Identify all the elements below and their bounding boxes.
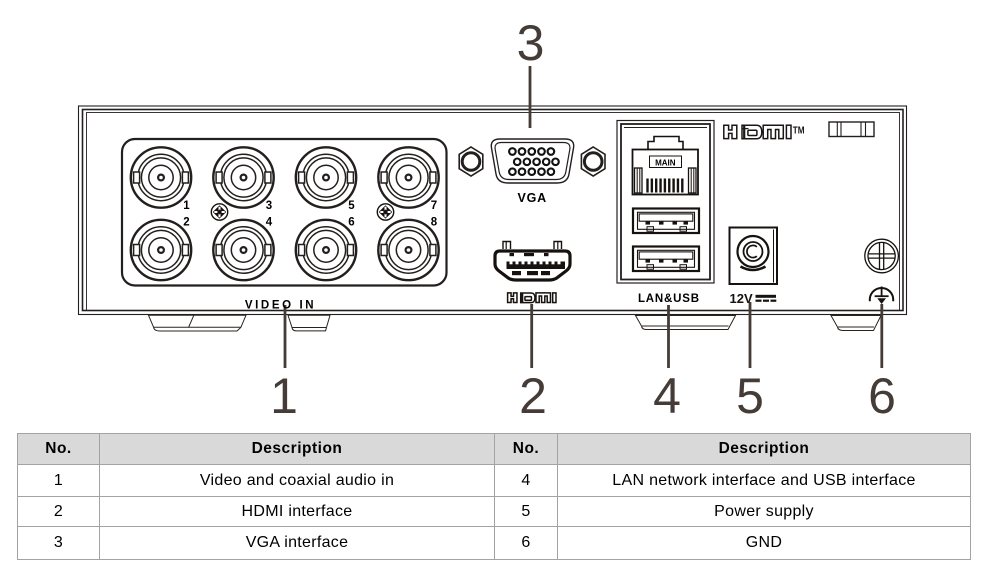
svg-text:MAIN: MAIN — [655, 159, 676, 168]
svg-text:7: 7 — [431, 200, 437, 212]
svg-text:12V: 12V — [730, 291, 753, 306]
svg-text:6: 6 — [348, 216, 354, 228]
svg-text:3: 3 — [517, 15, 545, 71]
svg-text:3: 3 — [266, 200, 272, 212]
svg-text:1: 1 — [183, 200, 190, 212]
svg-text:VIDEO IN: VIDEO IN — [245, 300, 316, 312]
svg-text:LAN&USB: LAN&USB — [638, 293, 700, 305]
svg-text:8: 8 — [431, 216, 438, 228]
svg-text:4: 4 — [266, 216, 273, 228]
svg-text:VGA: VGA — [517, 191, 547, 205]
svg-text:TM: TM — [793, 124, 805, 136]
svg-text:2: 2 — [183, 216, 189, 228]
svg-text:1: 1 — [270, 368, 298, 424]
svg-text:5: 5 — [348, 200, 355, 212]
svg-text:6: 6 — [868, 368, 896, 424]
svg-text:5: 5 — [736, 368, 764, 424]
svg-text:2: 2 — [519, 368, 547, 424]
svg-text:4: 4 — [653, 368, 681, 424]
